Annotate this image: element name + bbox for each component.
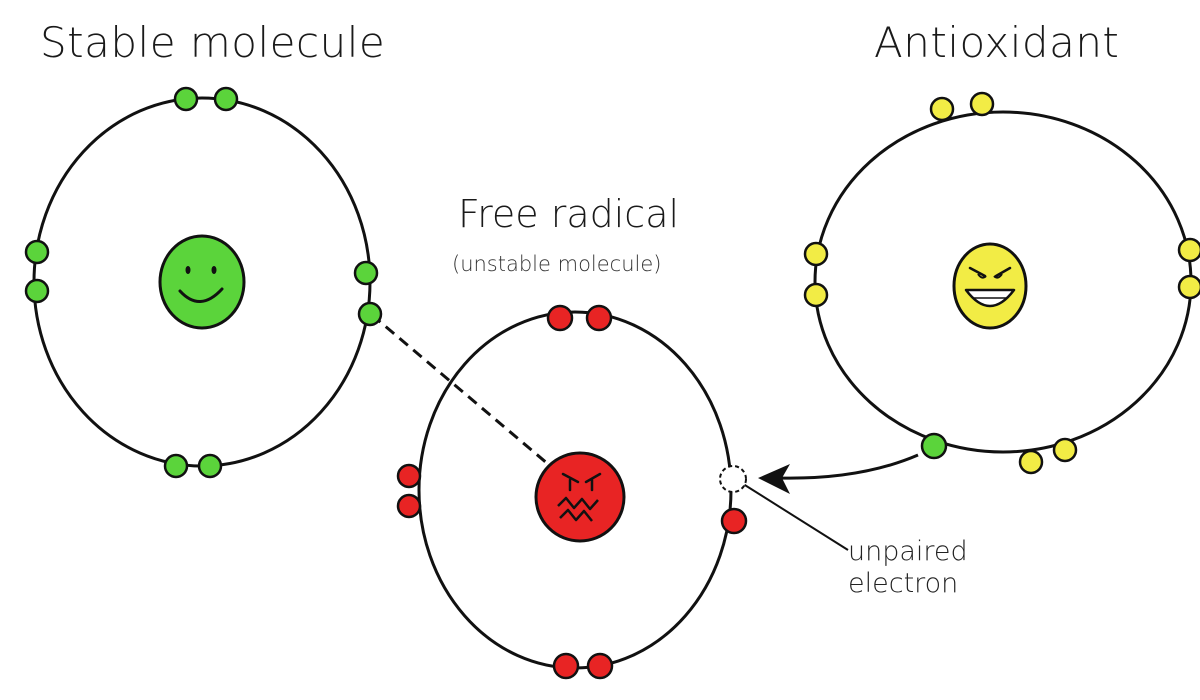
radical-electron bbox=[586, 652, 614, 680]
stable-molecule-title: Stable molecule bbox=[40, 18, 386, 67]
arrow-head-icon bbox=[758, 464, 790, 494]
stable-electron bbox=[197, 453, 223, 479]
radical-electron bbox=[546, 304, 574, 332]
antioxidant-electron bbox=[1052, 437, 1078, 463]
stable-electron bbox=[24, 239, 50, 265]
antioxidant-electron bbox=[1177, 274, 1200, 300]
antioxidant-electron bbox=[803, 241, 829, 267]
radical-electron bbox=[552, 652, 580, 680]
unpaired-electron-slot bbox=[719, 465, 747, 493]
antioxidant-electron bbox=[1177, 237, 1200, 263]
radical-electron bbox=[720, 507, 748, 535]
stable-electron bbox=[353, 260, 379, 286]
radical-electron bbox=[396, 463, 422, 489]
stable-electron bbox=[173, 86, 199, 112]
stable-electron bbox=[24, 278, 50, 304]
antioxidant-electron bbox=[929, 96, 955, 122]
antioxidant-donor-electron bbox=[920, 432, 948, 460]
unpaired-electron-label: unpaired electron bbox=[848, 536, 968, 600]
smiling-face-icon bbox=[158, 234, 246, 330]
unpaired-pointer-line bbox=[739, 481, 849, 551]
transfer-arrow bbox=[777, 453, 919, 480]
free-radical-title: Free radical bbox=[458, 192, 680, 236]
dashed-connector-line bbox=[371, 313, 549, 466]
radical-electron bbox=[396, 493, 422, 519]
stable-electron bbox=[357, 301, 383, 327]
antioxidant-electron bbox=[969, 91, 995, 117]
free-radical-subtitle: (unstable molecule) bbox=[452, 252, 662, 276]
unpaired-label-line2: electron bbox=[848, 567, 959, 599]
grinning-face-icon bbox=[952, 242, 1028, 330]
angry-face-icon bbox=[534, 451, 626, 543]
antioxidant-electron bbox=[803, 282, 829, 308]
unpaired-label-line1: unpaired bbox=[848, 536, 968, 567]
antioxidant-electron bbox=[1018, 449, 1044, 475]
radical-electron bbox=[585, 304, 613, 332]
stable-electron bbox=[163, 453, 189, 479]
stable-electron bbox=[213, 86, 239, 112]
antioxidant-title: Antioxidant bbox=[874, 18, 1120, 67]
